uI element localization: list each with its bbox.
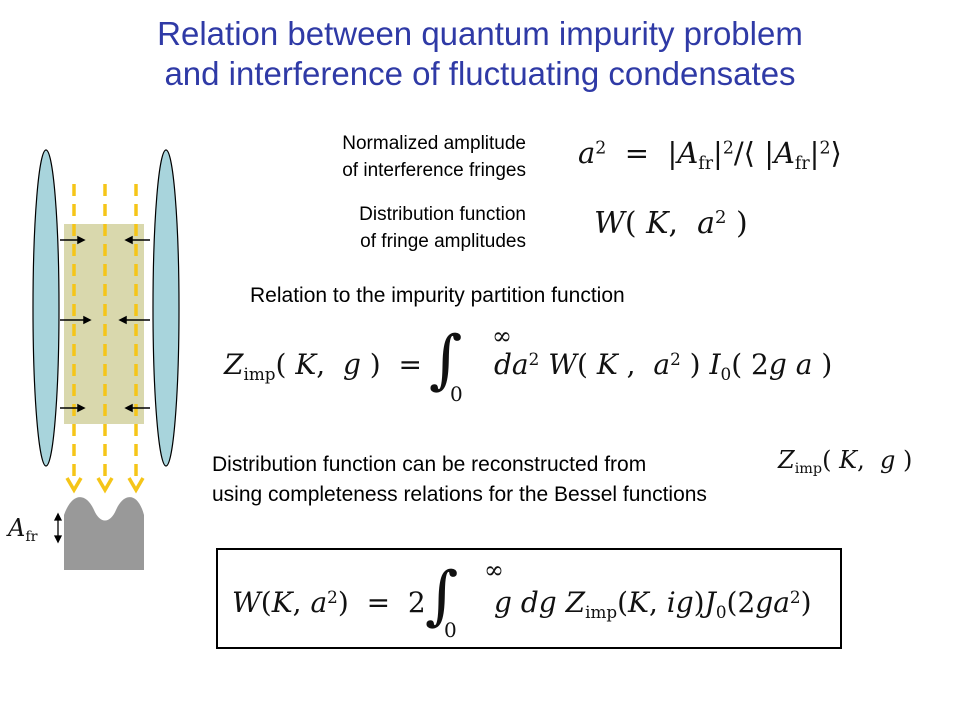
reconstruction-line2: using completeness relations for the Bes… xyxy=(212,483,707,506)
partition-equation: Zimp( K, g ) = ∫ ∞ 0 da2 W( K , a2 ) I0(… xyxy=(224,322,833,406)
amplitude-label-line1: Normalized amplitude xyxy=(342,133,526,154)
reconstruction-formula-box: W(K, a2) = 2 ∫ ∞ 0 g dg Zimp(K, ig)J0(2g… xyxy=(216,548,842,649)
dashed-beam-lines xyxy=(72,184,138,476)
title-line-2: and interference of fluctuating condensa… xyxy=(164,55,796,92)
afr-label: Afr xyxy=(8,514,38,545)
distribution-label-line1: Distribution function xyxy=(359,204,526,225)
interference-fringe xyxy=(64,497,144,570)
reconstruction-equation: W(K, a2) = 2 ∫ ∞ 0 g dg Zimp(K, ig)J0(2g… xyxy=(232,556,812,642)
distribution-label: Distribution function of fringe amplitud… xyxy=(296,201,526,255)
reconstruction-line1: Distribution function can be reconstruct… xyxy=(212,453,647,476)
amplitude-arrow xyxy=(53,512,63,544)
relation-heading: Relation to the impurity partition funct… xyxy=(250,284,625,307)
title-line-1: Relation between quantum impurity proble… xyxy=(157,15,803,52)
amplitude-equation: a2 = |Afr|2/⟨ |Afr|2⟩ xyxy=(578,136,842,175)
slide-title: Relation between quantum impurity proble… xyxy=(0,14,960,94)
condensate-illustration xyxy=(32,149,180,570)
beam-arrowheads xyxy=(65,477,145,494)
afr-label-main: A xyxy=(8,514,26,542)
right-condensate xyxy=(152,149,180,467)
afr-label-sub: fr xyxy=(25,529,38,546)
distribution-label-line2: of fringe amplitudes xyxy=(360,231,526,252)
interaction-arrows xyxy=(60,235,150,413)
zimp-inline-equation: Zimp( K, g ) xyxy=(778,446,913,478)
left-condensate xyxy=(32,149,60,467)
distribution-equation: W( K, a2 ) xyxy=(594,206,748,241)
reconstruction-text: Distribution function can be reconstruct… xyxy=(212,450,707,510)
amplitude-label: Normalized amplitude of interference fri… xyxy=(296,130,526,184)
amplitude-label-line2: of interference fringes xyxy=(342,160,526,181)
